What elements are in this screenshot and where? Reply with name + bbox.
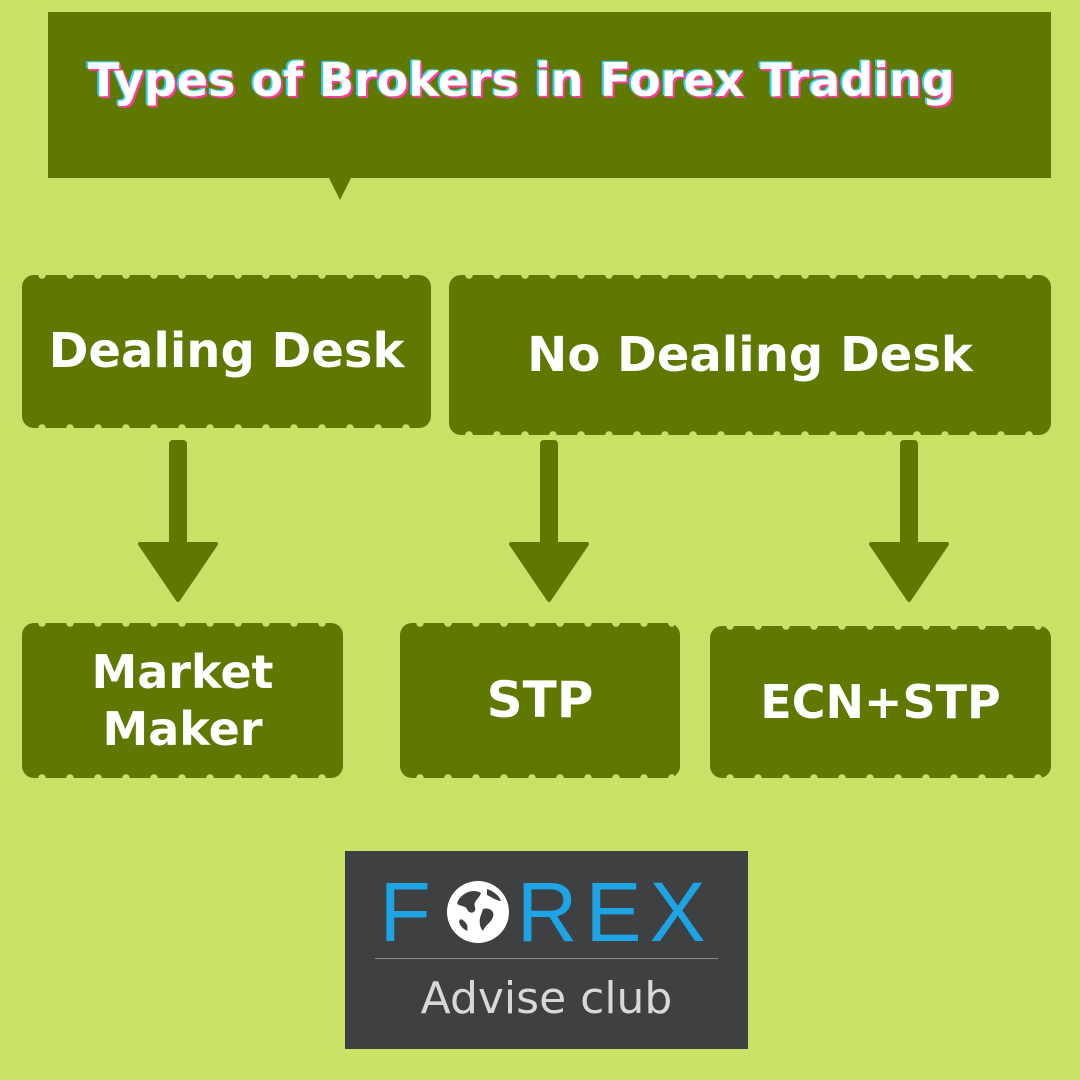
market-maker-box: Market Maker — [22, 619, 343, 782]
logo-letter-f: F — [379, 865, 439, 959]
box-edge — [28, 271, 425, 279]
ecn-stp-label: ECN+STP — [760, 674, 1001, 729]
market-maker-line-2: Maker — [102, 701, 263, 756]
forex-advise-club-logo: F REX Advise club — [345, 851, 748, 1049]
logo-divider — [375, 958, 718, 959]
box-edge — [716, 622, 1045, 630]
dealing-desk-label: Dealing Desk — [48, 323, 405, 380]
ecn-stp-box: ECN+STP — [710, 622, 1051, 782]
stp-label: STP — [486, 671, 594, 729]
stp-box: STP — [400, 619, 680, 782]
box-edge — [406, 774, 674, 782]
box-edge — [28, 424, 425, 432]
no-dealing-desk-box: No Dealing Desk — [449, 271, 1051, 439]
no-dealing-desk-label: No Dealing Desk — [527, 326, 973, 383]
box-edge — [406, 619, 674, 627]
logo-letters-rex: REX — [516, 865, 714, 959]
globe-icon — [446, 881, 509, 943]
arrow-down-icon — [138, 440, 218, 602]
market-maker-label: Market Maker — [91, 644, 273, 756]
box-edge — [455, 271, 1045, 279]
box-edge — [716, 774, 1045, 782]
market-maker-line-1: Market — [91, 645, 274, 700]
dealing-desk-box: Dealing Desk — [22, 271, 431, 432]
arrow-down-icon — [509, 440, 589, 602]
diagram-title: Types of Brokers in Forex Trading — [88, 53, 955, 107]
logo-wordmark: F REX — [345, 865, 748, 959]
arrow-down-icon — [869, 440, 949, 602]
box-edge — [28, 774, 337, 782]
title-callout: Types of Brokers in Forex Trading — [48, 12, 1051, 200]
logo-subtitle: Advise club — [420, 973, 673, 1024]
box-edge — [28, 619, 337, 627]
box-edge — [455, 431, 1045, 439]
